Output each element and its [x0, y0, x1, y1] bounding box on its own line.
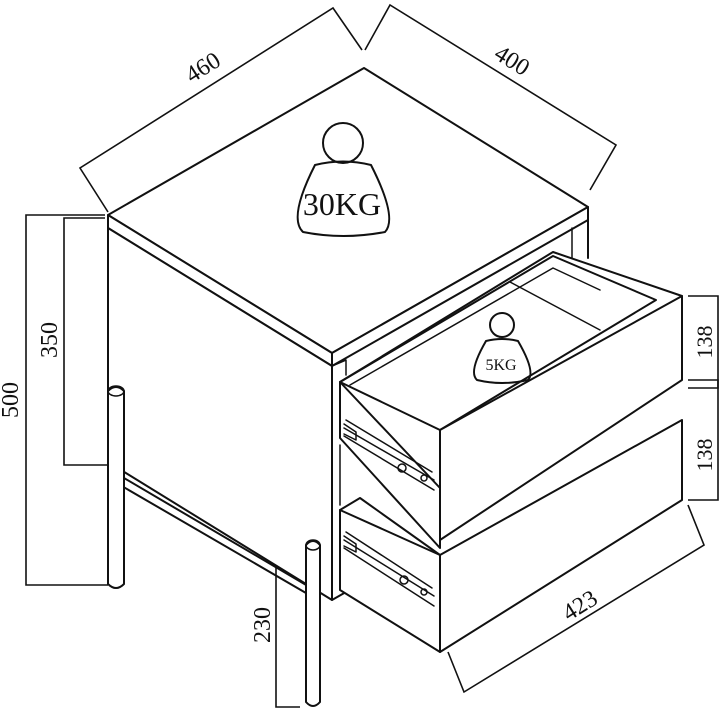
- dimension-350-bracket: [63, 217, 108, 466]
- dimension-500-label: 500: [0, 382, 24, 418]
- dimension-400-bracket: [364, 3, 618, 191]
- weight-icon-top: [296, 122, 391, 237]
- dimension-400-label: 400: [490, 41, 534, 82]
- leg-back-left: [107, 385, 125, 589]
- dimension-230-label: 230: [250, 607, 276, 643]
- cabinet-body: [107, 67, 589, 601]
- lower-drawer: [339, 419, 683, 653]
- dimension-138-lower-label: 138: [692, 439, 717, 472]
- load-label-top: 30KG: [303, 186, 381, 222]
- dimension-423-bracket: [447, 504, 705, 694]
- dimension-460-bracket: [78, 6, 363, 213]
- dimension-500-bracket: [25, 214, 108, 586]
- dimension-350-label: 350: [37, 322, 63, 358]
- upper-drawer: [339, 251, 683, 549]
- dimension-138-upper-bracket: [688, 295, 719, 389]
- load-label-drawer: 5KG: [485, 357, 517, 374]
- dimension-138-upper-label: 138: [692, 326, 717, 359]
- dimension-423-label: 423: [558, 586, 602, 627]
- dimension-138-lower-bracket: [688, 379, 719, 501]
- dimension-460-label: 460: [181, 48, 225, 89]
- weight-icon-drawer: [473, 312, 532, 384]
- leg-front-left: [305, 539, 321, 707]
